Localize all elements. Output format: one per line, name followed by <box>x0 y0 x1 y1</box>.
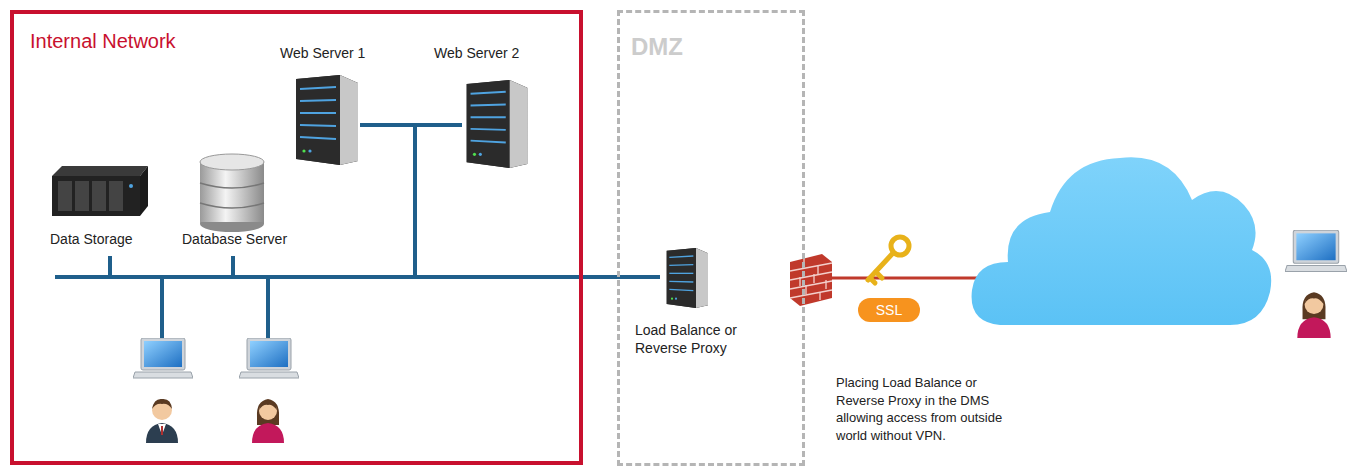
network-zone: Internal NetworkWeb Server 1 Web Server 2… <box>10 10 583 465</box>
note-text: Placing Load Balance or Reverse Proxy in… <box>836 374 1014 444</box>
node-label: Web Server 1 <box>280 44 365 62</box>
server-icon <box>667 248 708 308</box>
dmz-zone: DMZ Load Balance or Reverse Proxy <box>617 10 805 466</box>
server-icon <box>467 80 528 168</box>
network-link <box>372 125 632 277</box>
node-label: Database Server <box>182 230 287 248</box>
network-link <box>110 256 632 277</box>
laptop-icon <box>1285 230 1347 271</box>
database-node: Database Server <box>176 150 304 256</box>
database-icon <box>200 154 264 232</box>
user-icon <box>146 399 178 443</box>
link-line <box>832 277 978 280</box>
firewall-icon <box>790 254 832 306</box>
ssl-badge: SSL <box>858 298 920 322</box>
storage-icon <box>52 166 148 216</box>
user-icon <box>252 399 284 443</box>
proxy-node: Load Balance or Reverse Proxy <box>632 244 782 360</box>
node-label: Internal Network <box>30 28 176 54</box>
node-label: Web Server 2 <box>434 44 519 62</box>
node-label: Data Storage <box>50 230 133 248</box>
server-node: Web Server 1 <box>272 42 372 170</box>
node-label: Load Balance or Reverse Proxy <box>635 321 760 357</box>
storage-node: Data Storage <box>44 160 154 256</box>
server-node: Web Server 2 <box>428 42 538 170</box>
node-label: DMZ <box>631 31 683 62</box>
network-link <box>233 256 632 277</box>
laptop-icon <box>239 338 299 378</box>
key-icon <box>868 237 909 283</box>
cloud-icon <box>972 157 1272 325</box>
node-label: SSL <box>876 301 902 319</box>
network-link <box>415 125 632 277</box>
user-icon <box>1297 292 1330 338</box>
laptop-icon <box>133 338 193 378</box>
server-icon <box>296 75 358 165</box>
